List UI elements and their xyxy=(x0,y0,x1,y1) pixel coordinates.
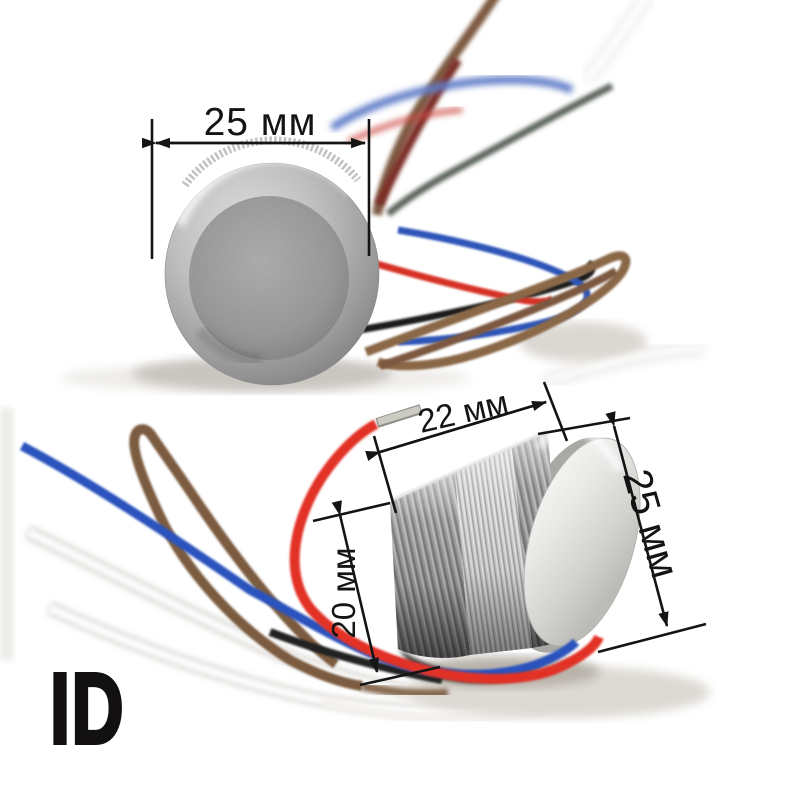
loop-shadow xyxy=(519,322,647,362)
wire-white2 xyxy=(543,344,703,386)
wire-gray-green xyxy=(385,82,614,217)
wire-dark-red xyxy=(374,57,462,207)
front-wires-top xyxy=(329,0,652,217)
side-view-photo xyxy=(0,381,710,724)
dim25-line xyxy=(605,411,669,628)
dim20-ext-bottom xyxy=(359,665,441,687)
face-lower-shading xyxy=(195,326,263,366)
device-side xyxy=(390,422,641,684)
thread-1-shading xyxy=(390,473,470,658)
dim20-ext-top xyxy=(312,501,391,523)
device-front xyxy=(164,136,380,386)
wire-brown-hairpin xyxy=(129,424,363,691)
knurl-shading xyxy=(455,448,532,655)
barrel-top-highlight xyxy=(391,429,549,502)
wire-blue-blurred xyxy=(329,75,574,132)
dim22-ext-right xyxy=(542,381,569,442)
dim22-line-b xyxy=(379,400,548,454)
dim25-ext-bottom xyxy=(597,622,707,654)
wire-brown-loop-inner xyxy=(378,267,619,370)
dimension-label-front-diameter: 25 мм xyxy=(203,101,317,144)
front-view-photo xyxy=(60,0,703,393)
front-face-texture xyxy=(189,196,349,360)
dim22-ext-left xyxy=(372,435,398,514)
dimension-label-thread-length: 20 мм xyxy=(325,547,362,639)
rim-highlight xyxy=(175,152,356,227)
wire-red-thin xyxy=(346,107,463,145)
wire-tip-ferrule xyxy=(376,405,422,426)
dim20-line xyxy=(331,500,379,674)
wire-brown-loop-outer xyxy=(364,251,631,371)
wire-brown-tail xyxy=(361,681,449,699)
photo-left-edge xyxy=(0,408,14,660)
front-wires-right xyxy=(347,226,703,389)
brand-text: ID xyxy=(49,651,125,767)
wire-white xyxy=(584,0,649,81)
side-dimensions xyxy=(312,381,707,687)
